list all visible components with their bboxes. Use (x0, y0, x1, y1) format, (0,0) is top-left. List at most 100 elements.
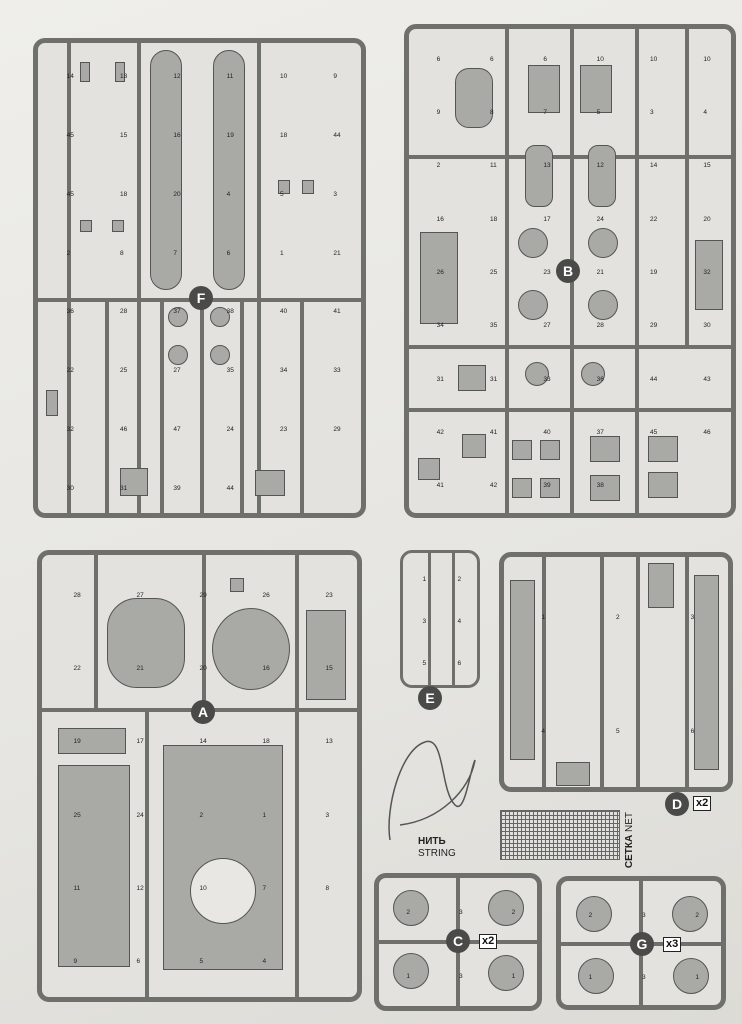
part-number: 38 (226, 308, 234, 316)
string-label-en: STRING (418, 847, 456, 859)
part-number: 35 (226, 367, 234, 375)
sprue-a-part (163, 745, 283, 970)
sprue-b-part (648, 436, 678, 462)
sprue-b-part (462, 434, 486, 458)
part-number: 6 (690, 728, 695, 735)
sprue-f-part (302, 180, 314, 194)
sprue-c-wheel (488, 890, 524, 926)
sprue-f-part (115, 62, 125, 82)
sprue-a-runner (202, 554, 206, 708)
part-number: 27 (136, 591, 144, 599)
net-label-en: NET (624, 812, 635, 832)
part-number: 21 (596, 269, 604, 276)
part-number: 1 (280, 249, 284, 257)
part-number: 26 (262, 591, 270, 599)
part-number: 2 (436, 162, 441, 170)
part-number: 13 (543, 162, 551, 170)
part-number: 30 (703, 322, 711, 330)
part-number: 6 (543, 55, 547, 63)
part-number: 7 (262, 885, 267, 892)
part-number: 46 (120, 425, 128, 433)
sprue-f-runner (240, 300, 244, 514)
part-number: 29 (650, 322, 658, 330)
part-number: 16 (436, 215, 444, 223)
part-number: 41 (436, 482, 444, 490)
sprue-g-wheel (578, 958, 614, 994)
part-number: 16 (173, 132, 181, 140)
part-number: 4 (541, 728, 545, 735)
sprue-d-runner (600, 556, 604, 788)
sprue-f-runner (105, 300, 109, 514)
part-number: 6 (136, 958, 141, 966)
part-number: 44 (333, 132, 341, 140)
part-number: 5 (422, 660, 427, 667)
part-number: 11 (73, 885, 81, 892)
part-number: 20 (199, 665, 207, 672)
part-number: 3 (333, 190, 337, 198)
part-number: 12 (136, 885, 144, 892)
part-number: 18 (280, 132, 288, 140)
sprue-a-part (212, 608, 290, 690)
part-number: 24 (596, 215, 604, 223)
sprue-e-runner (428, 552, 431, 686)
part-number: 29 (199, 591, 207, 599)
part-number: 28 (73, 591, 81, 599)
sprue-b-part (580, 65, 612, 113)
part-number: 46 (703, 429, 711, 436)
part-number: 24 (226, 425, 234, 433)
part-number: 1 (541, 614, 545, 621)
part-number: 18 (262, 738, 270, 746)
sprue-f-part (255, 470, 285, 496)
sprue-d-part (648, 563, 674, 608)
sprue-f-badge: F (189, 286, 213, 310)
part-number: 44 (650, 375, 658, 383)
sprue-a-part (190, 858, 256, 924)
part-number: 2 (695, 912, 699, 919)
part-number: 9 (436, 109, 441, 116)
sprue-b-part (525, 145, 553, 207)
sprue-f-part (150, 50, 182, 290)
sprue-a-part (306, 610, 346, 700)
part-number: 47 (173, 425, 181, 433)
sprue-b-part (588, 228, 618, 258)
sprue-f-runner (160, 300, 164, 514)
part-number: 10 (596, 55, 604, 63)
part-number: 3 (642, 912, 646, 919)
sprue-f-part (210, 345, 230, 365)
part-number: 45 (650, 429, 658, 436)
part-number: 22 (66, 367, 74, 375)
part-number: 36 (66, 308, 74, 316)
sprue-b-runner (685, 28, 689, 345)
part-number: 14 (66, 73, 74, 81)
part-number: 25 (120, 367, 128, 375)
part-number: 8 (120, 249, 124, 257)
part-number: 6 (436, 55, 441, 63)
part-number: 3 (422, 618, 427, 625)
sprue-f-part (80, 220, 92, 232)
sprue-b-part (525, 362, 549, 386)
part-number: 2 (457, 576, 462, 583)
part-number: 5 (199, 958, 204, 966)
sprue-b-part (518, 228, 548, 258)
sprue-b-runner (505, 28, 509, 514)
sprue-a-part (230, 578, 244, 592)
part-number: 36 (596, 375, 604, 383)
part-number: 23 (325, 591, 333, 599)
sprue-b-part (581, 362, 605, 386)
part-number: 14 (199, 738, 207, 746)
part-number: 40 (543, 429, 551, 436)
sprue-c-wheel (488, 955, 524, 991)
sprue-d-part (510, 580, 535, 760)
part-number: 17 (136, 738, 144, 746)
sprue-e-frame (400, 550, 480, 688)
part-number: 22 (73, 665, 81, 672)
sprue-b-part (458, 365, 486, 391)
part-number: 5 (596, 109, 601, 116)
sprue-b-part (418, 458, 440, 480)
net-label: СЕТКА NET (624, 812, 636, 868)
sprue-g-multiplier: x3 (663, 937, 682, 952)
sprue-a-part (107, 598, 185, 688)
part-number: 8 (325, 885, 330, 892)
part-number: 10 (199, 885, 207, 892)
sprue-b-part (512, 440, 532, 460)
